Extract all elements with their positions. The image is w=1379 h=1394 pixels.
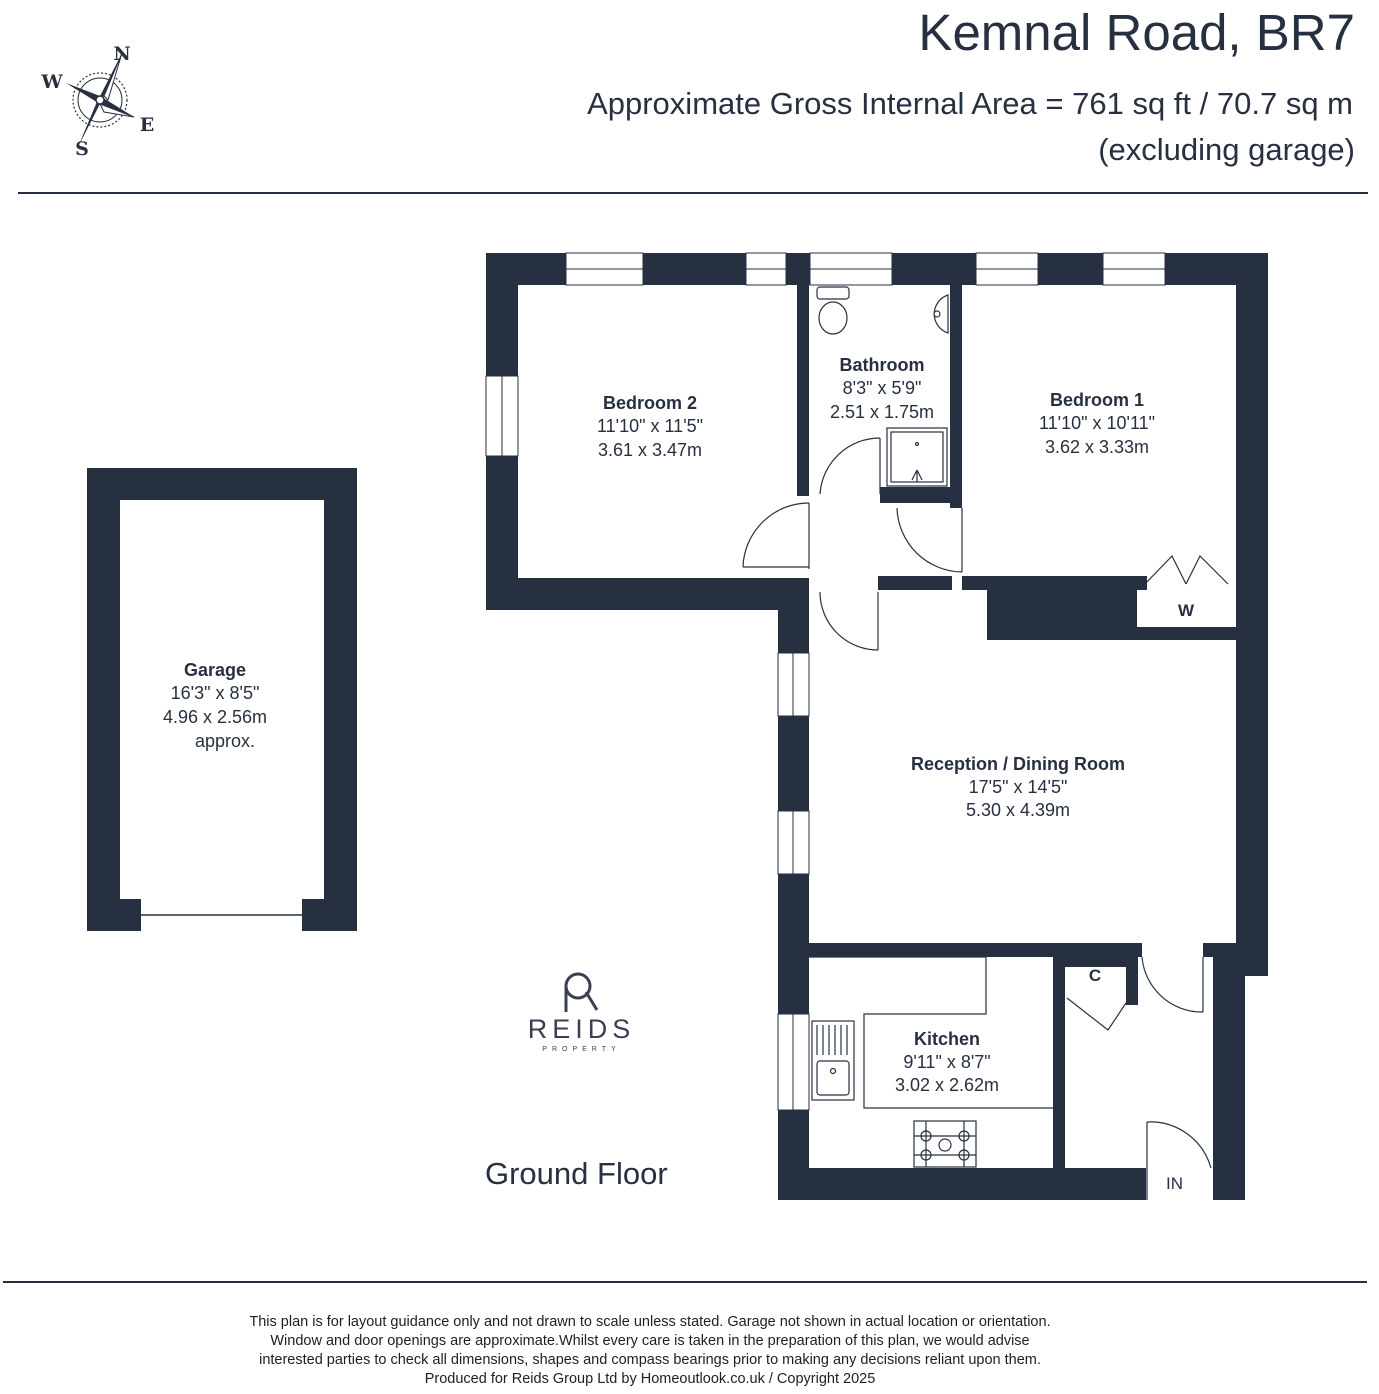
footer-divider (3, 1281, 1367, 1283)
area-note: (excluding garage) (1098, 132, 1355, 167)
logo-word: REIDS (527, 1014, 636, 1044)
doors (742, 437, 1229, 1200)
compass-w: W (40, 71, 63, 93)
kitchen-counter (809, 956, 1053, 1109)
garage-note: approx. (195, 731, 255, 751)
compass-n: N (113, 43, 130, 65)
garage-metric: 4.96 x 2.56m (163, 707, 267, 727)
floor-label: Ground Floor (485, 1156, 668, 1191)
wardrobe-label: W (1178, 601, 1195, 620)
sink-icon (811, 1020, 855, 1101)
window-panes (501, 268, 1165, 1110)
bedroom2-imperial: 11'10" x 11'5" (597, 416, 703, 436)
garage-name: Garage (184, 660, 246, 680)
bedroom1-metric: 3.62 x 3.33m (1045, 437, 1149, 457)
compass-s: S (75, 138, 89, 160)
basin-icon (933, 294, 949, 334)
bathroom-imperial: 8'3" x 5'9" (843, 378, 922, 398)
disclaimer-line: Produced for Reids Group Ltd by Homeoutl… (424, 1371, 876, 1387)
shower-icon (886, 427, 948, 487)
disclaimer: This plan is for layout guidance only an… (0, 1313, 1300, 1389)
disclaimer-line: interested parties to check all dimensio… (259, 1352, 1041, 1368)
bedroom1-imperial: 11'10" x 10'11" (1039, 413, 1155, 433)
plan-title: Kemnal Road, BR7 (918, 4, 1355, 61)
bathroom-name: Bathroom (840, 355, 925, 375)
garage-imperial: 16'3" x 8'5" (171, 683, 260, 703)
garage-walls (87, 468, 357, 931)
compass-icon: N E S W (40, 43, 154, 160)
reception-metric: 5.30 x 4.39m (966, 800, 1070, 820)
hob-icon (913, 1120, 977, 1168)
logo-subword: PROPERTY (542, 1046, 621, 1053)
gross-area: Approximate Gross Internal Area = 761 sq… (587, 86, 1353, 121)
cupboard-label: C (1089, 966, 1101, 985)
kitchen-imperial: 9'11" x 8'7" (903, 1052, 990, 1072)
bedroom2-name: Bedroom 2 (603, 393, 697, 413)
reception-imperial: 17'5" x 14'5" (969, 777, 1068, 797)
kitchen-name: Kitchen (914, 1029, 980, 1049)
toilet-icon (816, 286, 850, 335)
reception-name: Reception / Dining Room (911, 754, 1125, 774)
kitchen-metric: 3.02 x 2.62m (895, 1075, 999, 1095)
header-divider (18, 192, 1368, 194)
bathroom-metric: 2.51 x 1.75m (830, 402, 934, 422)
reids-logo-icon (564, 972, 599, 1012)
disclaimer-line: This plan is for layout guidance only an… (249, 1314, 1051, 1330)
bedroom1-name: Bedroom 1 (1050, 390, 1144, 410)
disclaimer-line: Window and door openings are approximate… (270, 1333, 1030, 1349)
bedroom2-metric: 3.61 x 3.47m (598, 440, 702, 460)
compass-e: E (140, 114, 154, 136)
entrance-label: IN (1166, 1174, 1183, 1193)
